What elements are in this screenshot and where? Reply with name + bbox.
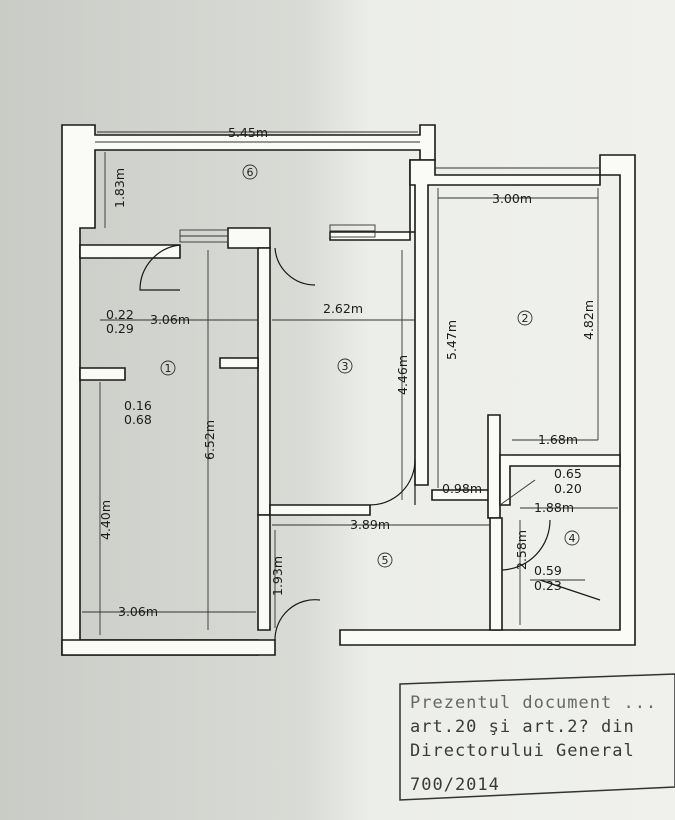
dim-room6-depth: 1.83m xyxy=(112,168,127,208)
dim-room1-d: 0.68 xyxy=(124,412,152,427)
dim-room1-a: 0.22 xyxy=(106,307,134,322)
dim-room2-width: 3.00m xyxy=(492,191,532,206)
dim-hall-width: 3.89m xyxy=(350,517,390,532)
dim-room6-width: 5.45m xyxy=(228,125,268,140)
dim-room4-a: 0.65 xyxy=(554,466,582,481)
dim-room1-lower: 4.40m xyxy=(98,500,113,540)
walls xyxy=(61,124,636,656)
stamp-line-3: Directorului General xyxy=(410,741,635,761)
room-number-6: 6 xyxy=(247,166,254,179)
room-labels: 1 2 3 4 5 6 xyxy=(160,164,580,568)
room-number-2: 2 xyxy=(522,312,529,325)
dim-room1-depth: 6.52m xyxy=(202,420,217,460)
stamp-line-4: 700/2014 xyxy=(410,775,500,795)
stamp-line-1: Prezentul document ... xyxy=(410,693,657,713)
dim-room1-width: 3.06m xyxy=(150,312,190,327)
stamp-box: Prezentul document ... art.20 şi art.2? … xyxy=(399,673,675,801)
dimension-lines xyxy=(82,131,618,635)
room-number-4: 4 xyxy=(569,532,576,545)
room-number-5: 5 xyxy=(382,554,389,567)
dim-door-098: 0.98m xyxy=(442,481,482,496)
dim-room4-b: 0.20 xyxy=(554,481,582,496)
dim-hall-depth: 1.93m xyxy=(270,556,285,596)
dim-room2-depth: 4.82m xyxy=(581,300,596,340)
dim-hall-side: 2.58m xyxy=(514,530,529,570)
dim-room1-b: 0.29 xyxy=(106,321,134,336)
windows xyxy=(95,141,600,243)
dim-room1-c: 0.16 xyxy=(124,398,152,413)
dim-room1-bottom: 3.06m xyxy=(118,604,158,619)
room-number-3: 3 xyxy=(342,360,349,373)
dim-room4-d: 0.23 xyxy=(534,578,562,593)
dim-room4-width: 1.88m xyxy=(534,500,574,515)
dim-room3-width: 2.62m xyxy=(323,301,363,316)
room-number-1: 1 xyxy=(165,362,172,375)
dim-room3-depth: 4.46m xyxy=(395,355,410,395)
dim-room4-c: 0.59 xyxy=(534,563,562,578)
doors xyxy=(139,244,601,641)
stamp-line-2: art.20 şi art.2? din xyxy=(410,717,635,737)
dim-room2-small: 1.68m xyxy=(538,432,578,447)
dim-room2-wall: 5.47m xyxy=(444,320,459,360)
